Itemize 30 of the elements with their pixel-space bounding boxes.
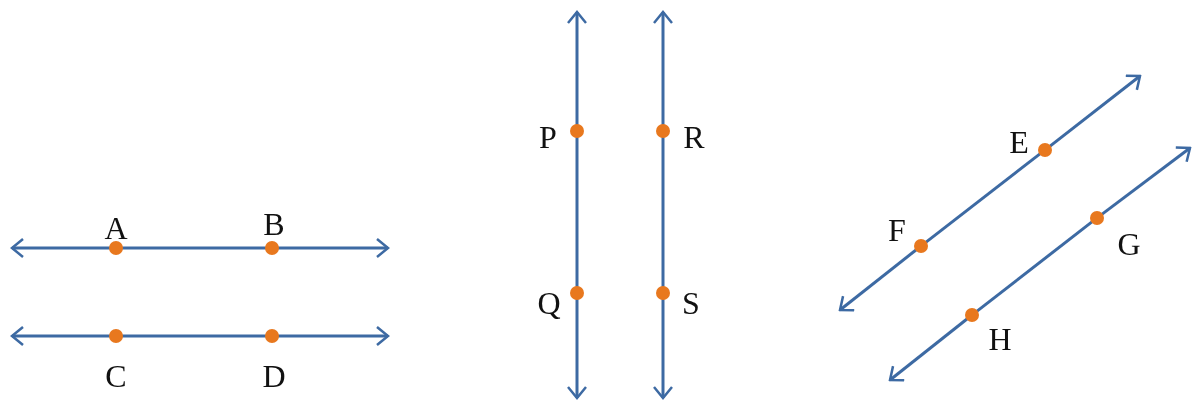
point-label: R xyxy=(682,119,706,155)
point-label: G xyxy=(1116,226,1142,262)
arrow xyxy=(566,10,588,125)
point-label: B xyxy=(262,206,286,242)
line-segment xyxy=(924,152,1042,244)
arrow xyxy=(1048,74,1142,148)
point-label: S xyxy=(681,285,701,321)
arrow xyxy=(652,299,674,400)
arrow xyxy=(278,237,390,259)
point-label: F xyxy=(887,212,907,248)
arrow xyxy=(278,325,390,347)
arrow xyxy=(1100,146,1192,216)
arrow xyxy=(10,325,110,347)
line-segment xyxy=(661,137,665,287)
point-label: A xyxy=(103,210,129,246)
point-label: D xyxy=(261,358,287,394)
point-label: C xyxy=(104,358,128,394)
point-label: P xyxy=(538,119,558,155)
line-segment xyxy=(122,246,266,250)
arrow xyxy=(10,237,110,259)
arrow xyxy=(652,10,674,125)
line-segment xyxy=(122,334,266,338)
arrow xyxy=(566,299,588,400)
line-segment xyxy=(975,220,1094,313)
arrow xyxy=(888,317,969,382)
line-segment xyxy=(575,137,579,287)
point-label: E xyxy=(1008,124,1030,160)
point-label: Q xyxy=(536,285,562,321)
arrow xyxy=(838,248,918,312)
point-label: H xyxy=(987,321,1013,357)
